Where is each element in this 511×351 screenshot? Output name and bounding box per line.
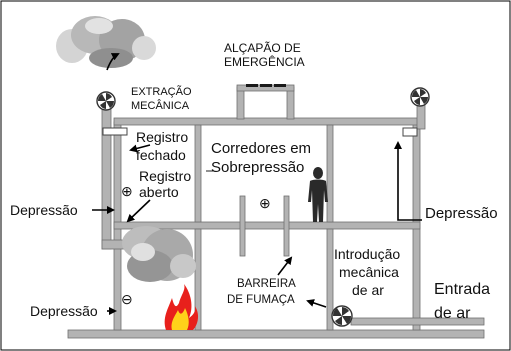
depression-arrow-right <box>394 141 422 221</box>
closed-damper <box>102 127 128 136</box>
damper-closed-label-2: fechado <box>136 147 186 163</box>
barrier-arrow <box>277 256 293 276</box>
barrier-label-2: DE FUMAÇA <box>227 294 295 306</box>
damper-closed-label-1: Registro <box>136 129 188 145</box>
fan-icon <box>410 87 430 107</box>
text-labels: ALÇAPÃO DE EMERGÊNCIA EXTRAÇÃO MECÂNICA … <box>10 41 498 322</box>
intro-air-arrow <box>306 299 327 308</box>
person-icon <box>308 167 328 222</box>
middle-floor <box>113 221 421 230</box>
fan-icon <box>96 91 116 111</box>
corridors-label-2: Sobrepressão <box>211 159 304 176</box>
barrier-label-1: BARREIRA <box>237 278 296 290</box>
room-smoke <box>122 226 196 282</box>
pressure-plus-corridor: ⊕ <box>259 195 271 211</box>
depression-label-upper: Depressão <box>10 202 78 218</box>
pressure-minus: ⊖ <box>121 291 133 307</box>
hatch-vents <box>246 84 286 87</box>
floor-slab <box>67 329 485 339</box>
intro-label-2: mecânica <box>339 264 399 280</box>
arrows <box>92 53 422 315</box>
depression-label-lower: Depressão <box>30 303 98 319</box>
extraction-label-2: MECÂNICA <box>131 99 190 112</box>
hatch-label-1: ALÇAPÃO DE <box>224 41 301 55</box>
fan-icon <box>331 305 353 327</box>
partition-lower-right <box>326 228 334 331</box>
partition-lower-left <box>194 228 202 331</box>
partition-upper-right <box>326 124 334 223</box>
air-inlet-label-2: de ar <box>434 305 471 322</box>
extraction-label-1: EXTRAÇÃO <box>131 85 192 98</box>
depression-label-right: Depressão <box>425 205 498 222</box>
fire <box>164 284 199 330</box>
pressure-plus-left: ⊕ <box>121 183 133 199</box>
exhaust-duct <box>101 105 112 250</box>
right-damper <box>402 127 418 137</box>
closed-damper-arrow <box>129 144 151 153</box>
corridors-label-1: Corredores em <box>211 140 311 157</box>
open-damper-arrow <box>126 199 151 223</box>
hatch-left-wall <box>236 86 245 120</box>
extraction-arrow <box>106 53 120 71</box>
smoke-barrier-right <box>283 195 290 257</box>
hatch-label-2: EMERGÊNCIA <box>224 54 305 69</box>
partition-upper-left <box>194 124 202 223</box>
air-inlet-label-1: Entrada <box>434 281 490 298</box>
intro-label-1: Introdução <box>334 246 400 262</box>
roof-slab <box>113 117 421 126</box>
damper-open-label-2: aberto <box>139 184 179 200</box>
smoke-barrier-left <box>239 195 246 257</box>
rooftop-smoke <box>56 16 156 68</box>
intro-label-3: de ar <box>352 282 384 298</box>
damper-open-label-1: Registro <box>139 168 191 184</box>
hatch-right-wall <box>286 86 295 120</box>
